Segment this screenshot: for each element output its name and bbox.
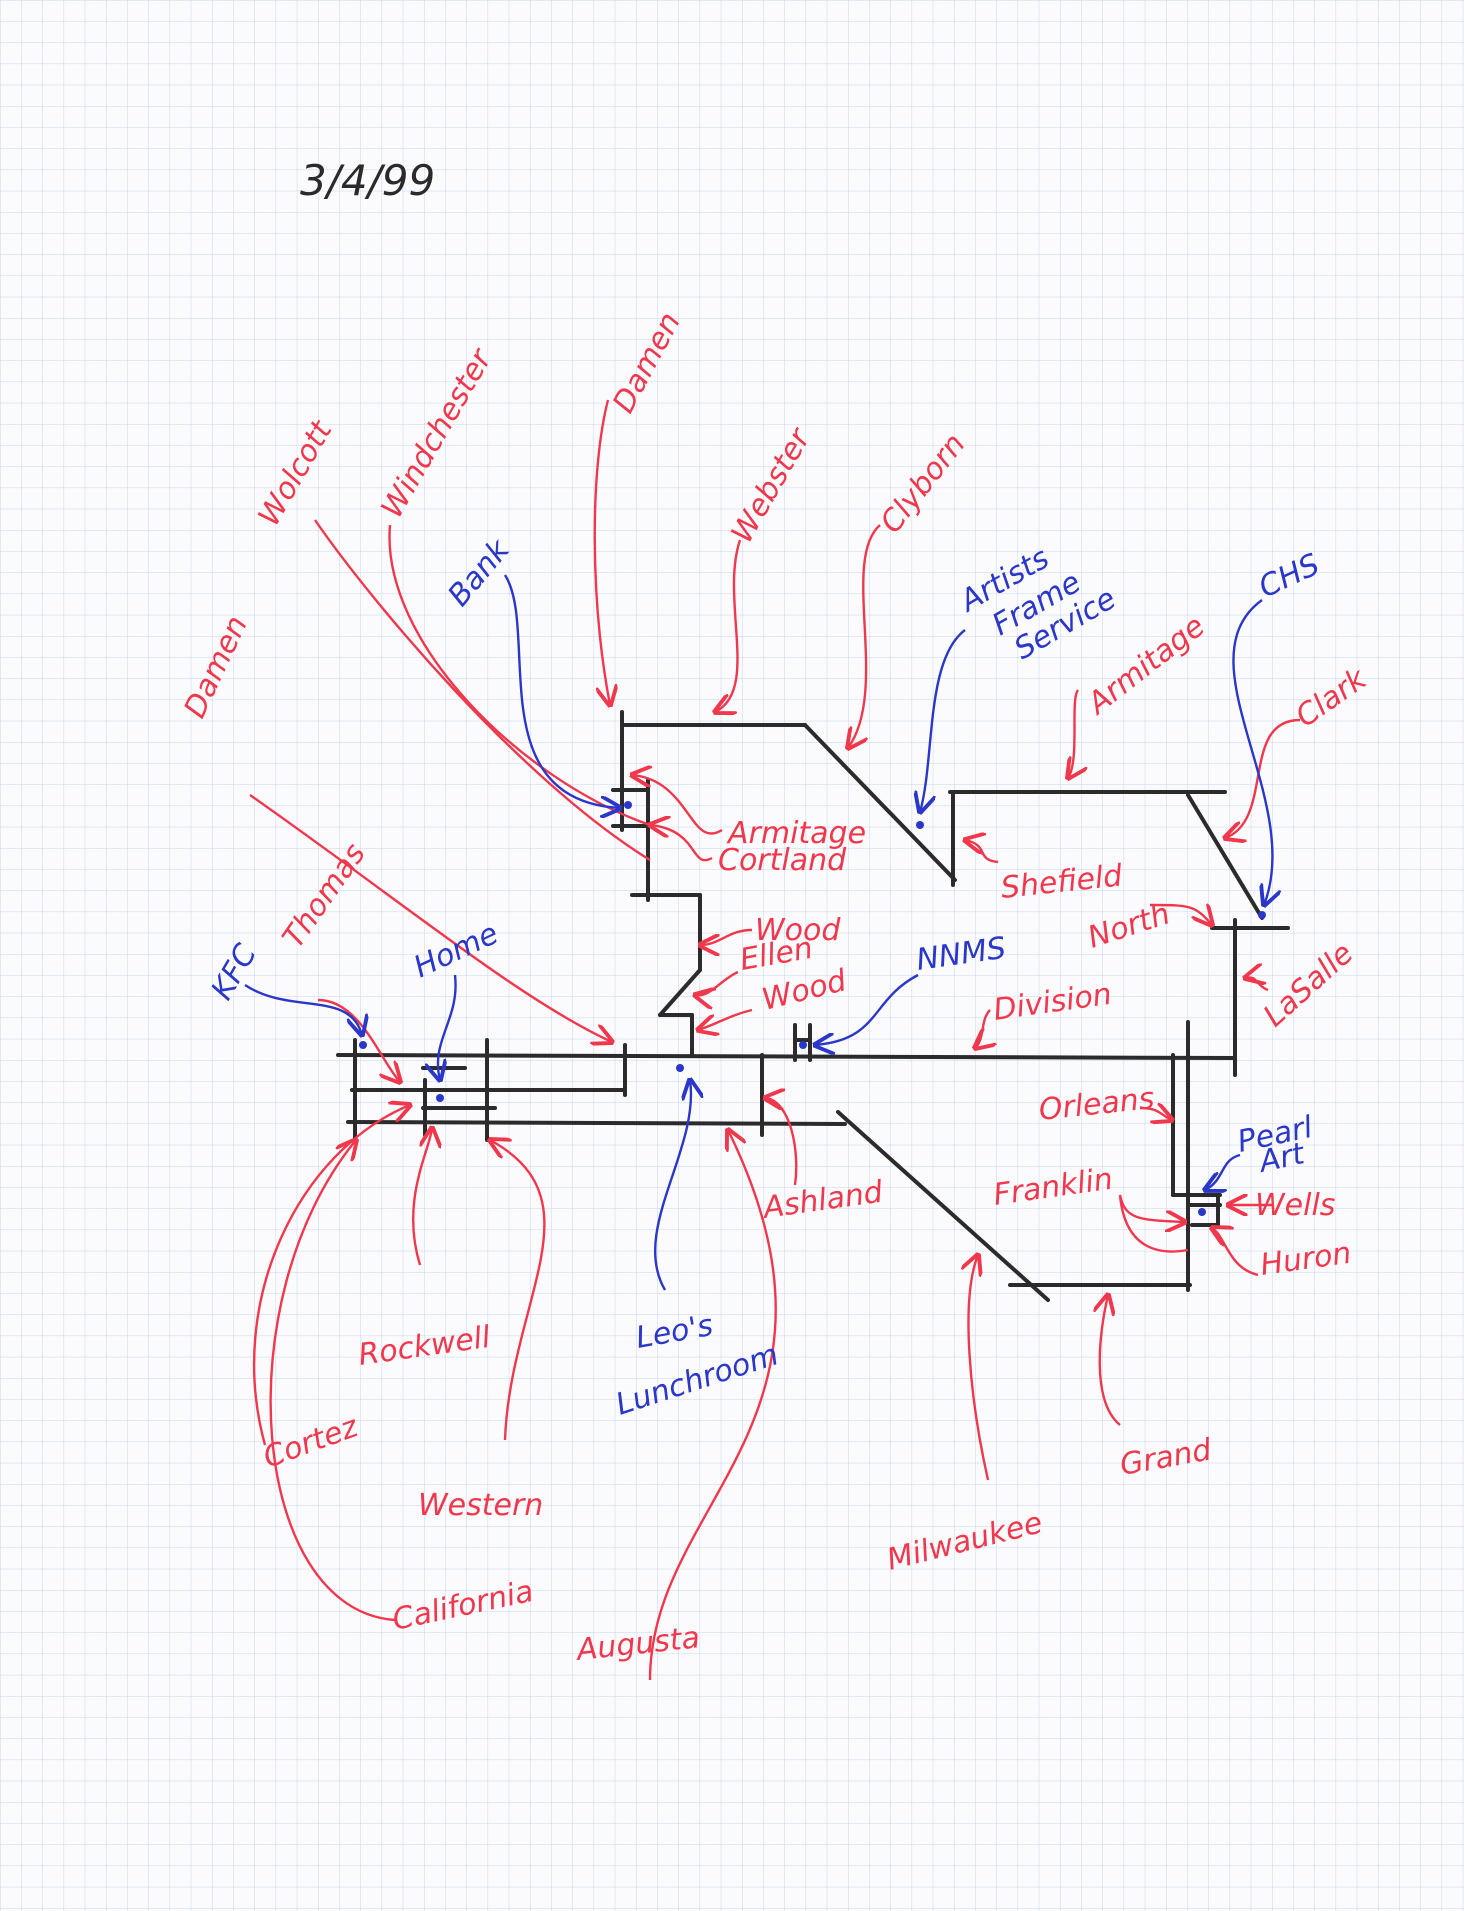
kfc-dot (359, 1041, 367, 1049)
armitage-mid-label: Armitage (726, 816, 866, 851)
clyborn-line (803, 723, 957, 882)
western-label: Western (418, 1488, 543, 1523)
wood-upper-label: Wood (755, 913, 841, 948)
clark-line (1186, 793, 1264, 920)
wells-label: Wells (1255, 1188, 1335, 1223)
location-dots (359, 801, 1266, 1216)
pearl-art-dot (1198, 1208, 1206, 1216)
nnms-dot (799, 1041, 807, 1049)
bank-dot (624, 801, 632, 809)
blue-pointer-curves (244, 574, 1273, 1291)
cortland-label: Cortland (718, 843, 847, 878)
lower-line (346, 1120, 847, 1126)
artists-frame-service-dot (916, 821, 924, 829)
milwaukee-line (836, 1110, 1050, 1302)
leos-lunchroom-dot (676, 1064, 684, 1072)
home-dot (436, 1094, 444, 1102)
date-label: 3/4/99 (300, 156, 435, 205)
chs-dot (1258, 911, 1266, 919)
red-pointer-curves (249, 399, 1301, 1681)
